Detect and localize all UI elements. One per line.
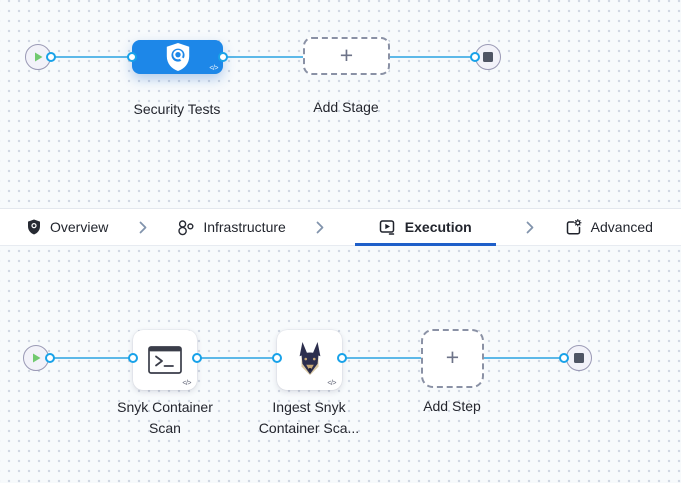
tab-execution[interactable]: Execution (354, 209, 496, 246)
play-icon (32, 51, 44, 63)
execution-icon (379, 219, 396, 236)
execution-start-node (23, 345, 49, 371)
plus-icon: + (445, 344, 460, 370)
tab-overview[interactable]: Overview (27, 209, 108, 245)
code-badge-icon: </> (209, 65, 218, 72)
step-label: Ingest Snyk Container Sca... (229, 397, 389, 439)
chevron-right-icon (316, 221, 324, 234)
chevron-right-icon (139, 221, 147, 234)
execution-end-node (566, 345, 592, 371)
code-badge-icon: </> (327, 380, 336, 387)
play-icon (30, 352, 42, 364)
step-label-line: Ingest Snyk (272, 399, 346, 415)
connector-port (128, 353, 138, 363)
stage-config-tabbar: Overview Infrastructure (0, 208, 681, 246)
step-node-ingest-snyk[interactable]: </> (277, 330, 342, 390)
connector-port (45, 353, 55, 363)
tab-advanced[interactable]: Advanced (565, 209, 653, 245)
code-badge-icon: </> (182, 380, 191, 387)
step-label: Snyk Container Scan (85, 397, 245, 439)
add-stage-button[interactable]: + (303, 37, 390, 75)
connector-port (218, 52, 228, 62)
step-label-line: Container Sca... (258, 420, 360, 436)
connector-port (46, 52, 56, 62)
sto-shield-icon (164, 42, 192, 72)
tab-label: Infrastructure (203, 219, 286, 235)
add-step-label: Add Step (423, 398, 481, 414)
connector-port (559, 353, 569, 363)
terminal-icon (148, 346, 182, 374)
shield-icon (27, 219, 41, 235)
tab-label: Advanced (590, 219, 653, 235)
connector-port (470, 52, 480, 62)
add-step-button[interactable]: + (421, 329, 484, 388)
connector-port (272, 353, 282, 363)
tab-infrastructure[interactable]: Infrastructure (177, 209, 286, 245)
stop-icon (574, 353, 584, 363)
edge-step1-to-step2 (197, 357, 277, 359)
infrastructure-icon (177, 219, 194, 236)
stage-node-security-tests[interactable]: </> (132, 40, 223, 74)
active-tab-indicator (354, 243, 496, 246)
connector-port (192, 353, 202, 363)
step-label-line: Scan (149, 420, 181, 436)
plus-icon: + (339, 41, 354, 68)
edge-addstage-to-end (390, 56, 475, 58)
stage-label: Security Tests (133, 101, 221, 117)
edge-start-to-step1 (50, 357, 133, 359)
edge-step2-to-addstep (342, 357, 421, 359)
edge-start-to-stage (51, 56, 132, 58)
tab-label: Execution (404, 219, 472, 235)
stop-icon (483, 52, 493, 62)
tab-label: Overview (50, 219, 109, 235)
step-node-snyk-container-scan[interactable]: </> (133, 330, 197, 390)
edge-stage-to-addstage (223, 56, 303, 58)
connector-port (337, 353, 347, 363)
chevron-right-icon (526, 221, 534, 234)
snyk-doberman-icon (293, 341, 327, 379)
advanced-icon (565, 218, 582, 236)
edge-addstep-to-end (484, 357, 564, 359)
connector-port (127, 52, 137, 62)
step-label-line: Snyk Container (117, 399, 213, 415)
add-stage-label: Add Stage (313, 99, 379, 115)
